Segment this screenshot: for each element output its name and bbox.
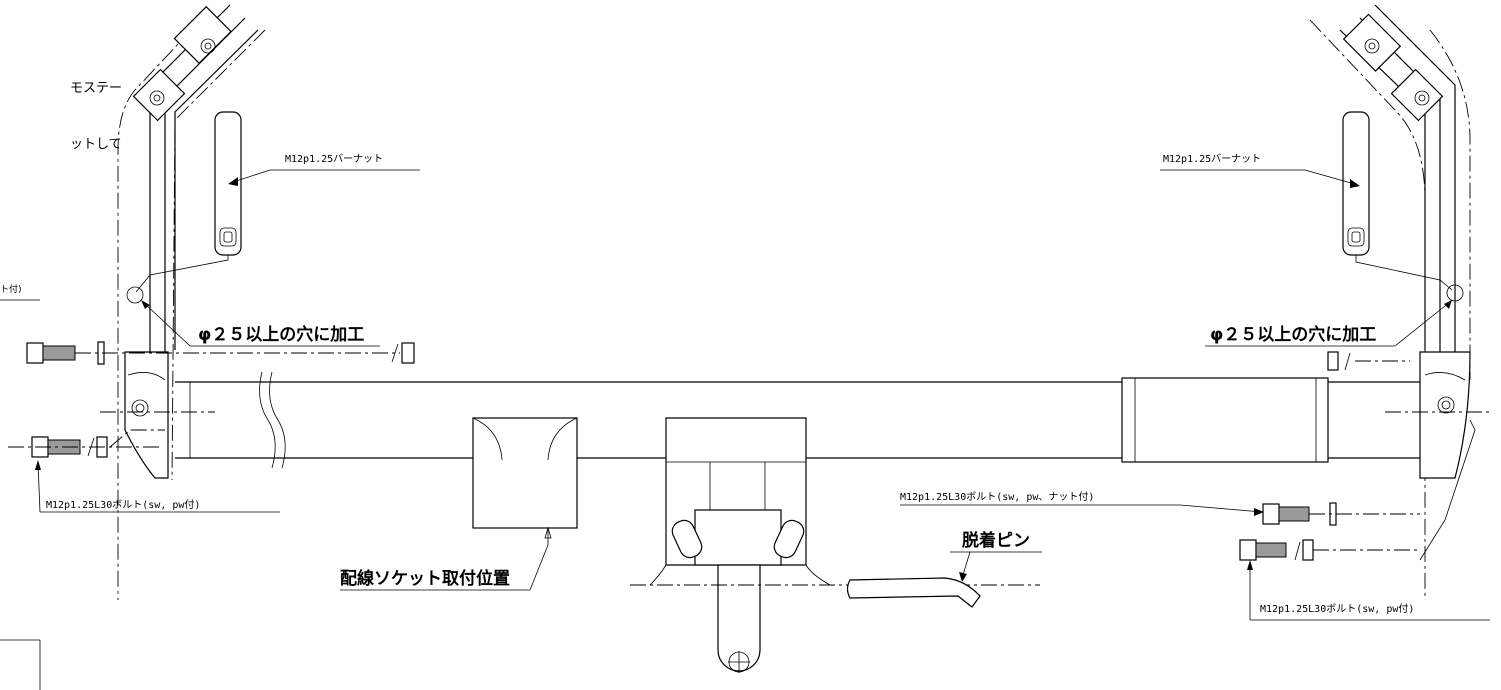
bolt-label-left: M12p1.25L30ボルト(sw, pw付) bbox=[46, 498, 200, 511]
left-lower-bolt-set bbox=[8, 429, 165, 458]
bar-nut-label-left: M12p1.25バーナット bbox=[285, 153, 383, 165]
right-side-stay bbox=[1309, 4, 1490, 600]
socket-position-label: 配線ソケット取付位置 bbox=[340, 568, 510, 589]
cross-tube bbox=[175, 371, 1420, 469]
bar-nut-label-right: M12p1.25バーナット bbox=[1163, 153, 1261, 165]
hitch-receiver bbox=[630, 417, 1040, 673]
left-upper-bolt-set bbox=[26, 341, 415, 365]
hole-label-right: φ２５以上の穴に加工 bbox=[1210, 324, 1376, 345]
detach-pin-label: 脱着ピン bbox=[962, 530, 1030, 551]
left-note-line2: ットして bbox=[70, 137, 122, 152]
bolt-label-right: M12p1.25L30ボルト(sw, pw付) bbox=[1260, 602, 1414, 615]
left-note-line3: ト付) bbox=[0, 284, 22, 295]
hole-label-left: φ２５以上の穴に加工 bbox=[198, 324, 364, 345]
bolt-label-right-nut: M12p1.25L30ボルト(sw, pw、ナット付) bbox=[900, 490, 1094, 503]
right-upper-bolt-set bbox=[1327, 351, 1410, 371]
leader-lines bbox=[0, 169, 1490, 621]
right-lower-bolt-set bbox=[1239, 539, 1420, 561]
border-frame bbox=[0, 639, 41, 690]
wiring-socket-bracket bbox=[472, 417, 578, 545]
detach-pin bbox=[846, 551, 981, 608]
left-note-line1: モステー bbox=[70, 81, 122, 96]
left-side-stay bbox=[100, 4, 266, 600]
right-nut-bolt-set bbox=[1262, 502, 1420, 526]
